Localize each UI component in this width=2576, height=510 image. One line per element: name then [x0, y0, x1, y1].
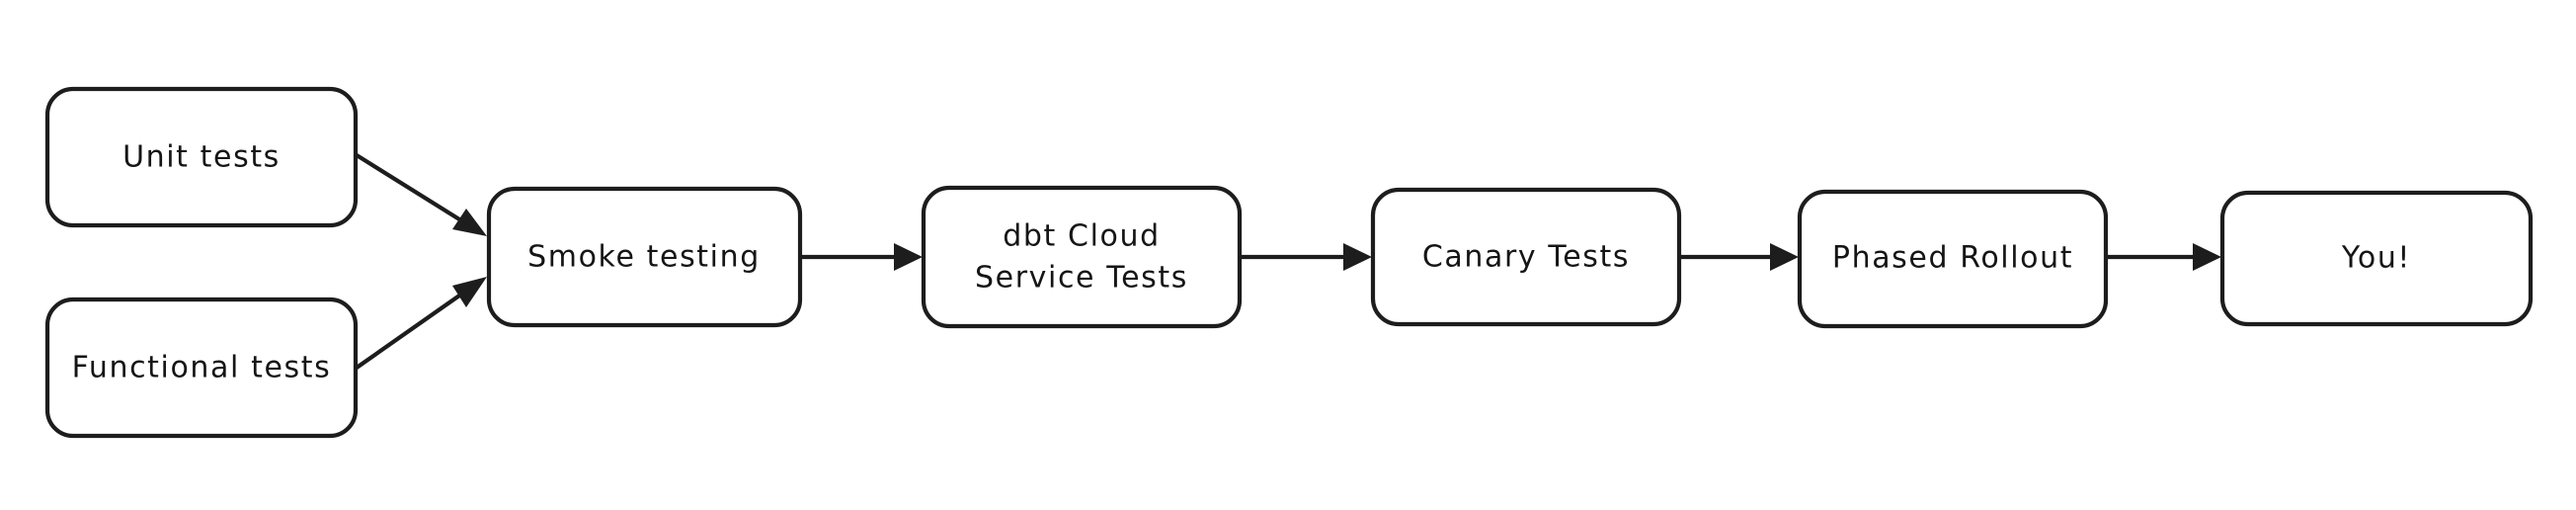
node-functional-tests[interactable]: Functional tests [44, 297, 359, 439]
node-smoke-testing[interactable]: Smoke testing [486, 186, 803, 328]
node-label-phased-rollout: Phased Rollout [1832, 241, 2073, 276]
node-label-canary-tests: Canary Tests [1422, 240, 1630, 275]
edge-line [354, 152, 475, 230]
node-box[interactable] [921, 185, 1243, 329]
node-label-functional-tests: Functional tests [72, 351, 332, 385]
edge-line [354, 284, 475, 371]
node-phased-rollout[interactable]: Phased Rollout [1797, 189, 2109, 329]
node-you[interactable]: You! [2219, 190, 2534, 327]
node-box[interactable] [44, 86, 359, 228]
arrowhead-icon [1770, 243, 1799, 271]
arrowhead-icon [2193, 243, 2221, 271]
node-label-dbt-cloud-line-2: Service Tests [975, 261, 1188, 296]
node-unit-tests[interactable]: Unit tests [44, 86, 359, 228]
node-canary-tests[interactable]: Canary Tests [1370, 187, 1682, 327]
arrowhead-icon [1343, 243, 1372, 271]
edge-unit-tests-to-smoke-testing [354, 152, 487, 236]
node-label-unit-tests: Unit tests [122, 140, 281, 175]
edge-smoke-testing-to-dbt-cloud-service-tests [798, 243, 923, 271]
node-box[interactable] [2219, 190, 2534, 327]
arrowhead-icon [452, 209, 487, 236]
node-box[interactable] [486, 186, 803, 328]
node-box[interactable] [44, 297, 359, 439]
arrowhead-icon [894, 243, 923, 271]
node-label-you: You! [2341, 241, 2411, 276]
edge-functional-tests-to-smoke-testing [354, 277, 487, 371]
node-label-dbt-cloud-line-1: dbt Cloud [1003, 219, 1160, 254]
node-box[interactable] [1797, 189, 2109, 329]
node-dbt-cloud-service-tests[interactable]: dbt Cloud Service Tests [921, 185, 1243, 329]
edge-dbt-cloud-service-tests-to-canary-tests [1238, 243, 1372, 271]
node-box[interactable] [1370, 187, 1682, 327]
node-label-smoke-testing: Smoke testing [527, 240, 761, 275]
arrowhead-icon [452, 277, 487, 307]
edge-canary-tests-to-phased-rollout [1677, 243, 1799, 271]
edge-phased-rollout-to-you [2104, 243, 2221, 271]
